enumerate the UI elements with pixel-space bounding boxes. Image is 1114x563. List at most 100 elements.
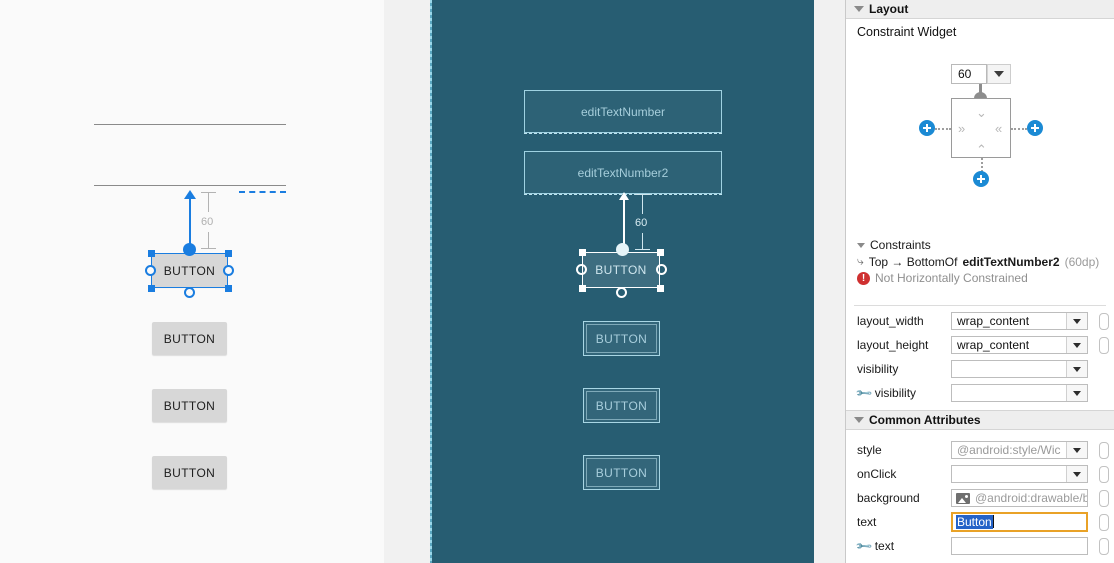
blueprint-edittextnumber2[interactable]: editTextNumber2 [524,151,722,195]
constraint-warning: ! Not Horizontally Constrained [846,270,1114,286]
blueprint-constraint-line[interactable] [623,200,625,249]
top-margin-spinner[interactable]: 60 [951,64,1011,84]
constraint-description: Top → BottomOf [868,254,958,269]
blueprint-resize-handle-top-right[interactable] [657,249,664,256]
property-indicator-pill[interactable] [1099,490,1109,507]
resize-handle-top-left[interactable] [148,250,155,257]
resize-handle-bottom-left[interactable] [148,285,155,292]
visibility-select[interactable] [951,360,1088,378]
background-field[interactable]: @android:drawable/b [951,489,1088,507]
add-bottom-constraint-icon[interactable] [973,171,989,187]
error-icon: ! [857,271,870,285]
dim-line-lower [208,232,209,248]
blueprint-dim-line-lower [642,233,643,249]
constraint-warning-text: Not Horizontally Constrained [875,271,1028,285]
layout-height-select[interactable]: wrap_content [951,336,1088,354]
pane-divider-gap [384,0,430,563]
constraints-section: Constraints ⤷ Top → BottomOf editTextNum… [846,237,1114,286]
property-row-background: background @android:drawable/b [846,486,1114,510]
design-button-3[interactable]: BUTTON [152,389,227,422]
tools-text-input[interactable] [951,537,1088,555]
chevron-down-icon[interactable] [1066,361,1087,377]
design-surface-pane[interactable]: 60 BUTTON BUTTON BUTTON BUTTON [0,0,384,563]
blueprint-button-4[interactable]: BUTTON [583,455,660,490]
chevron-down-icon [854,417,864,423]
blueprint-resize-handle-bottom-right[interactable] [657,285,664,292]
top-margin-dropdown-icon[interactable] [987,65,1010,83]
design-button-4[interactable]: BUTTON [152,456,227,489]
blueprint-anchor-left[interactable] [576,264,587,275]
property-label-text: visibility [874,386,917,400]
property-label: style [857,443,882,457]
chevron-down-icon [857,242,865,248]
chevron-down-icon[interactable] [1066,442,1087,458]
section-title-constraints: Constraints [870,238,931,252]
blueprint-anchor-right[interactable] [656,264,667,275]
blueprint-button-2[interactable]: BUTTON [583,321,660,356]
blueprint-button-3[interactable]: BUTTON [583,388,660,423]
text-input-content[interactable]: Button [953,515,1086,529]
selection-outline [151,253,228,288]
section-header-layout[interactable]: Layout [846,0,1114,19]
property-label: visibility [857,362,899,376]
property-label: 🔧 visibility [846,384,951,403]
constraint-widget[interactable]: 60 ⌄ ⌃ » « [846,58,1114,208]
property-indicator-pill[interactable] [1099,466,1109,483]
tools-visibility-select[interactable] [951,384,1088,402]
property-indicator-pill[interactable] [1099,337,1109,354]
property-label: onClick [857,467,897,481]
constraint-anchor-top-connected[interactable] [183,243,196,256]
background-value: @android:drawable/b [975,491,1087,505]
property-label-text: text [874,539,895,553]
wrench-icon: 🔧 [855,537,874,556]
add-left-constraint-icon[interactable] [919,120,935,136]
constraint-widget-title: Constraint Widget [857,25,957,39]
blueprint-anchor-bottom[interactable] [616,287,627,298]
property-indicator-pill[interactable] [1099,514,1109,531]
layout-width-select[interactable]: wrap_content [951,312,1088,330]
constraint-anchor-right[interactable] [223,265,234,276]
constraint-arrow-line[interactable] [189,199,191,249]
blueprint-surface-pane[interactable]: editTextNumber editTextNumber2 60 BUTTON… [430,0,814,563]
constraint-widget-box[interactable] [951,98,1011,158]
chevron-down-icon[interactable] [1066,337,1087,353]
layout-height-value: wrap_content [957,338,1030,352]
blueprint-resize-handle-bottom-left[interactable] [579,285,586,292]
constraint-anchor-left[interactable] [145,265,156,276]
resize-handle-bottom-right[interactable] [225,285,232,292]
blueprint-anchor-top-connected[interactable] [616,243,629,256]
blueprint-constraint-arrowhead [619,192,629,200]
property-indicator-pill[interactable] [1099,538,1109,555]
blueprint-resize-handle-top-left[interactable] [579,249,586,256]
constraint-anchor-bottom[interactable] [184,287,195,298]
wrench-icon: 🔧 [855,384,874,403]
edit-text-2-underline [94,185,286,186]
resize-handle-top-right[interactable] [225,250,232,257]
design-button-2[interactable]: BUTTON [152,322,227,355]
blueprint-edittextnumber[interactable]: editTextNumber [524,90,722,134]
image-icon [956,492,970,504]
property-label: background [857,491,920,505]
section-header-constraints[interactable]: Constraints [846,237,1114,253]
chevron-down-icon[interactable] [1066,385,1087,401]
chevron-down-icon[interactable] [1066,466,1087,482]
constraint-target-name: editTextNumber2 [962,254,1060,269]
property-label: layout_height [857,338,929,352]
design-button-selected[interactable]: BUTTON [152,254,227,287]
property-indicator-pill[interactable] [1099,442,1109,459]
editor-right-gutter [814,0,845,563]
property-indicator-pill[interactable] [1099,313,1109,330]
chevron-down-icon[interactable] [1066,313,1087,329]
constraint-item-top[interactable]: ⤷ Top → BottomOf editTextNumber2 (60dp) [846,253,1114,270]
blueprint-button-selected[interactable]: BUTTON [582,252,660,288]
onclick-select[interactable] [951,465,1088,483]
property-label: text [857,515,877,529]
chevron-top-icon: ⌄ [976,105,987,120]
top-margin-value[interactable]: 60 [951,64,987,84]
properties-panel: Layout Constraint Widget 60 ⌄ ⌃ » « [845,0,1114,563]
add-right-constraint-icon[interactable] [1027,120,1043,136]
style-select[interactable]: @android:style/Wic [951,441,1088,459]
text-input[interactable]: Button [951,512,1088,532]
text-caret [992,515,994,528]
section-header-common-attributes[interactable]: Common Attributes [846,410,1114,430]
